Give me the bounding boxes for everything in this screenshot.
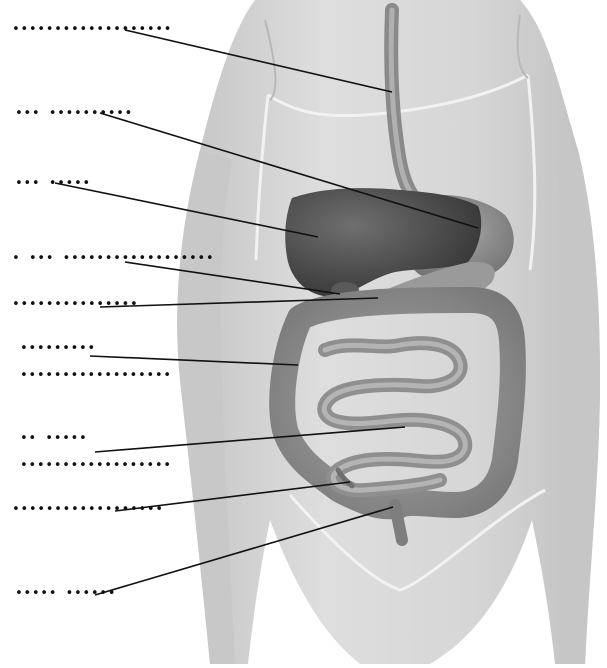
label-4: • ••• •••••••••••••••••• [12,252,214,265]
label-8: •••••••••••••••••• [12,503,164,516]
label-7a: •• ••••• [20,432,87,445]
label-5: ••••••••••••••• [12,298,138,311]
rectum-shape [395,505,402,540]
label-9: ••••• •••••• [15,587,116,600]
label-6a: ••••••••• [20,342,96,355]
label-1: ••••••••••••••••••• [12,23,172,36]
label-2: ••• •••••••••• [15,107,133,120]
label-6b: •••••••••••••••••• [20,369,172,382]
label-3: ••• ••••• [15,177,91,190]
label-7b: •••••••••••••••••• [20,459,172,472]
